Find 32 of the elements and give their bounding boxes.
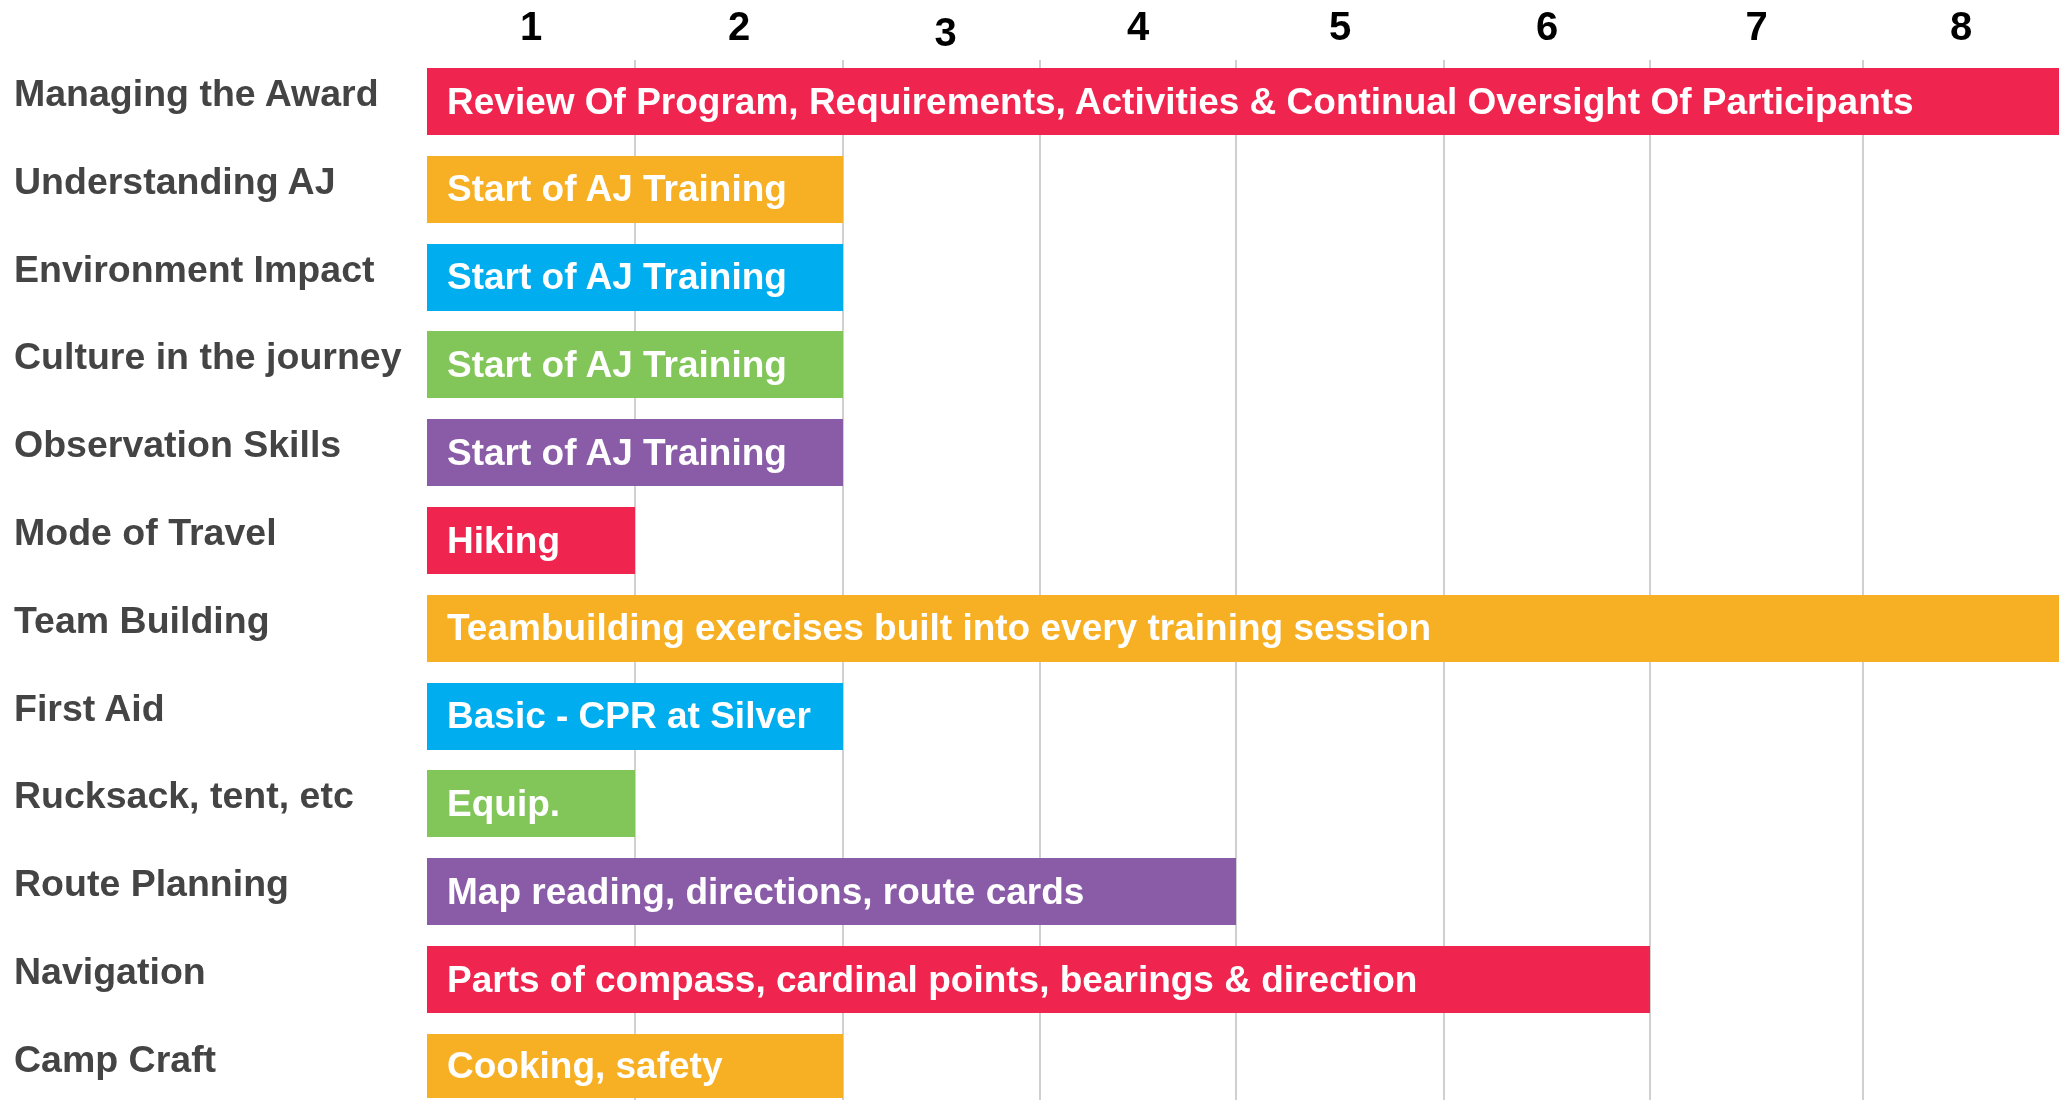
column-number: 3 (933, 10, 958, 55)
column-number: 6 (1534, 4, 1560, 49)
task-bar: Map reading, directions, route cards (427, 858, 1236, 926)
column-number: 1 (518, 4, 544, 49)
task-bar: Start of AJ Training (427, 419, 843, 487)
task-bar: Equip. (427, 770, 635, 838)
row-label: Mode of Travel (14, 511, 277, 554)
row-label: Managing the Award (14, 72, 379, 115)
row-label: Environment Impact (14, 247, 375, 291)
row-label: Understanding AJ (14, 159, 336, 203)
task-bar: Parts of compass, cardinal points, bearings & direction (427, 946, 1650, 1013)
column-number: 5 (1327, 4, 1353, 49)
row-label: Culture in the journey (14, 335, 402, 379)
row-label: Rucksack, tent, etc (14, 774, 354, 818)
task-bar: Hiking (427, 507, 635, 574)
task-bar: Teambuilding exercises built into every training session (427, 594, 2059, 662)
column-number: 2 (726, 4, 752, 49)
task-bar: Basic - CPR at Silver (427, 682, 843, 750)
row-label: Camp Craft (14, 1037, 217, 1081)
task-bar: Start of AJ Training (427, 331, 843, 399)
row-label: Team Building (14, 598, 270, 642)
column-number: 8 (1948, 4, 1974, 49)
column-number: 7 (1744, 4, 1769, 49)
row-label: Observation Skills (14, 423, 342, 467)
task-bar: Cooking, safety (427, 1033, 843, 1098)
row-label: Navigation (14, 950, 206, 993)
row-label: First Aid (14, 686, 165, 730)
task-bar: Review Of Program, Requirements, Activities & Continual Oversight Of Participants (427, 68, 2059, 135)
task-bar: Start of AJ Training (427, 243, 843, 311)
column-number: 4 (1125, 4, 1151, 49)
row-label: Route Planning (14, 862, 289, 906)
task-bar: Start of AJ Training (427, 155, 843, 223)
